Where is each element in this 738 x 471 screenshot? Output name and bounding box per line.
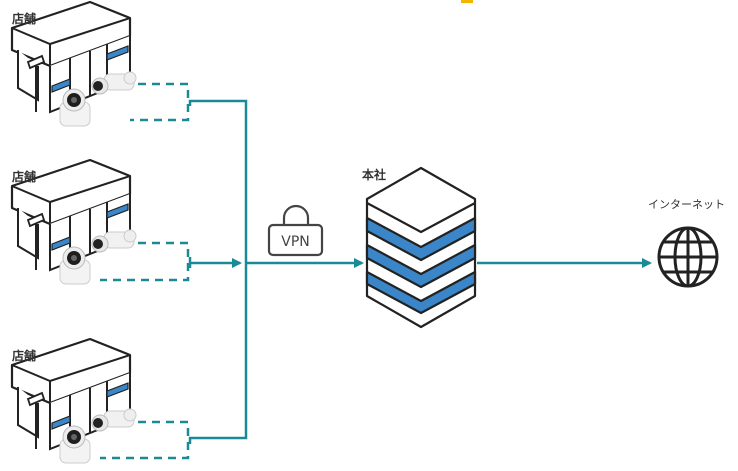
- vpn-label: VPN: [281, 234, 310, 250]
- camera-connection-dashed: [100, 241, 190, 282]
- internet-label: インターネット: [648, 198, 725, 211]
- server-icon: [365, 166, 477, 329]
- highlight-mark: [461, 0, 473, 3]
- store-label: 店舗: [12, 170, 37, 184]
- store-1: [10, 0, 190, 128]
- trunk-line: [188, 99, 248, 444]
- store-uplinks: [188, 99, 364, 444]
- camera-connection-dashed: [130, 82, 190, 122]
- store-2: [10, 158, 190, 286]
- headquarters-label: 本社: [362, 168, 387, 182]
- vpn-lock-icon: [267, 204, 324, 257]
- store-3: [10, 337, 190, 465]
- camera-connection-dashed: [100, 420, 190, 460]
- store-label: 店舗: [12, 349, 37, 363]
- globe-icon: [657, 226, 719, 288]
- store-label: 店舗: [12, 12, 37, 26]
